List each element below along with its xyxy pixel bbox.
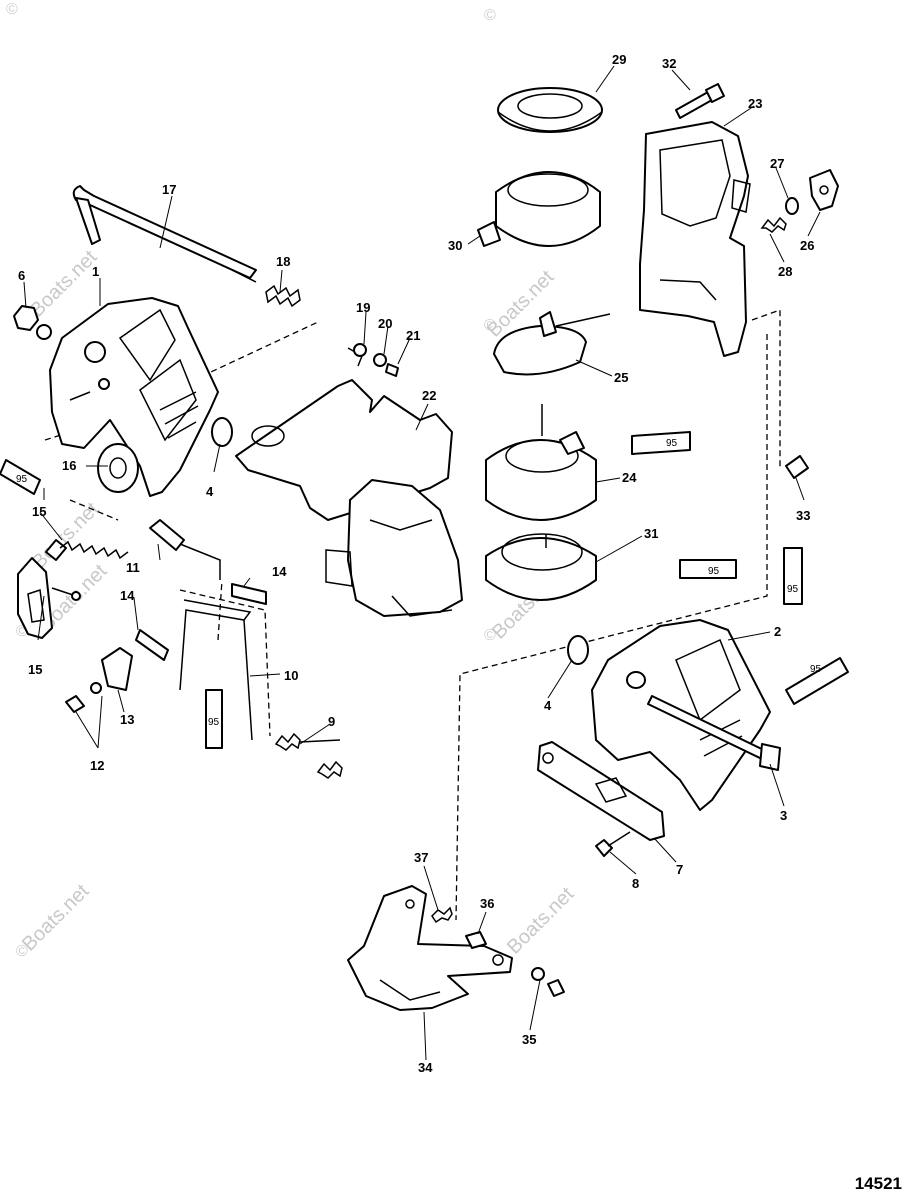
copyright-symbol: © [484,627,496,644]
copyright-symbol: © [484,317,496,334]
sealant-tube-center-top: 95 [631,431,691,455]
callout-28: 28 [778,264,792,279]
screw-parts-19-20-21 [347,343,399,377]
tube-label: 95 [16,474,28,485]
copyright-symbol: © [6,1,18,18]
sealant-tube-right-lower: 95 [785,657,849,705]
callout-14-upper: 14 [272,564,287,579]
callout-2: 2 [774,624,781,639]
callout-33: 33 [796,508,810,523]
callout-22: 22 [422,388,436,403]
copyright-symbol: © [484,7,496,24]
housing-part-23 [639,121,751,357]
seal-part-29 [497,87,603,133]
bolt-part-32 [675,83,725,119]
sealant-tube-mid-left: 95 [205,689,223,749]
roller-part-14-lower [135,629,169,661]
clamp-part-25 [493,311,611,376]
watermark-bottom-center: Boats.net [503,883,579,959]
callout-11: 11 [126,560,140,575]
spring-part-37 [431,906,453,924]
watermark-bottom-left: Boats.net [18,880,94,956]
spring-part-9 [274,732,343,779]
watermark-left: Boats.net [26,246,102,322]
plate-part-7 [537,741,665,841]
screw-part-12 [65,682,102,713]
nut-part-6 [13,305,52,340]
callout-4-upper: 4 [206,484,214,499]
callout-14-lower: 14 [120,588,135,603]
copyright-symbol: © [16,943,28,960]
callout-32: 32 [662,56,676,71]
callout-13: 13 [120,712,134,727]
callout-21: 21 [406,328,420,343]
rod-part-17 [72,185,257,283]
callout-17: 17 [162,182,176,197]
callout-37: 37 [414,850,428,865]
tube-label: 95 [208,717,220,728]
screw-part-8 [595,831,631,857]
knob-part-16 [97,443,139,493]
callout-15-upper: 15 [32,504,46,519]
callout-23: 23 [748,96,762,111]
spring-part-15-upper [45,539,129,561]
callout-9: 9 [328,714,335,729]
callout-3: 3 [780,808,787,823]
screw-part-35 [531,967,565,997]
bracket-part-13 [101,647,133,691]
callout-7: 7 [676,862,683,877]
figure-number: 14521 [854,1174,902,1193]
handle-part-11 [149,519,221,580]
grease-fitting-part-33 [785,455,809,479]
callout-35: 35 [522,1032,536,1047]
bushing-part-24 [485,404,597,521]
callouts: 1 2 3 4 4 6 7 8 9 10 11 12 13 14 14 15 1… [18,52,814,1075]
leader-lines [23,65,821,1061]
washer-part-4-lower [567,635,589,665]
callout-18: 18 [276,254,290,269]
rod-part-10 [179,599,253,741]
washer-part-4-upper [211,417,233,447]
callout-34: 34 [418,1060,433,1075]
roller-part-14-upper [231,583,267,605]
callout-29: 29 [612,52,626,67]
tube-label: 95 [666,438,678,449]
tube-label: 95 [787,584,799,595]
callout-31: 31 [644,526,658,541]
sealant-tube-upper-left: 95 [0,459,41,495]
sealant-tube-right: 95 [783,547,803,605]
callout-30: 30 [448,238,462,253]
callout-4-lower: 4 [544,698,552,713]
spring-part-18 [265,284,301,308]
callout-24: 24 [622,470,637,485]
bracket-part-34 [347,885,513,1011]
bolt-part-3 [647,695,781,771]
callout-8: 8 [632,876,639,891]
tube-label: 95 [810,664,822,675]
callout-26: 26 [800,238,814,253]
lever-part-15-lower [17,557,81,639]
callout-20: 20 [378,316,392,331]
washer-part-27 [785,197,799,215]
callout-15-lower: 15 [28,662,42,677]
callout-27: 27 [770,156,784,171]
callout-36: 36 [480,896,494,911]
callout-25: 25 [614,370,628,385]
bushing-part-31 [485,533,597,601]
clamp-bracket-part-1 [49,297,219,497]
knob-part-26 [809,169,839,211]
swivel-bracket-part-22 [235,379,463,617]
callout-16: 16 [62,458,76,473]
bushing-part-30 [477,171,601,247]
callout-6: 6 [18,268,25,283]
clip-part-36 [465,931,487,949]
tube-label: 95 [708,566,720,577]
callout-19: 19 [356,300,370,315]
callout-10: 10 [284,668,298,683]
sealant-tube-center: 95 [679,559,737,579]
callout-12: 12 [90,758,104,773]
callout-1: 1 [92,264,99,279]
spring-part-28 [760,216,787,233]
